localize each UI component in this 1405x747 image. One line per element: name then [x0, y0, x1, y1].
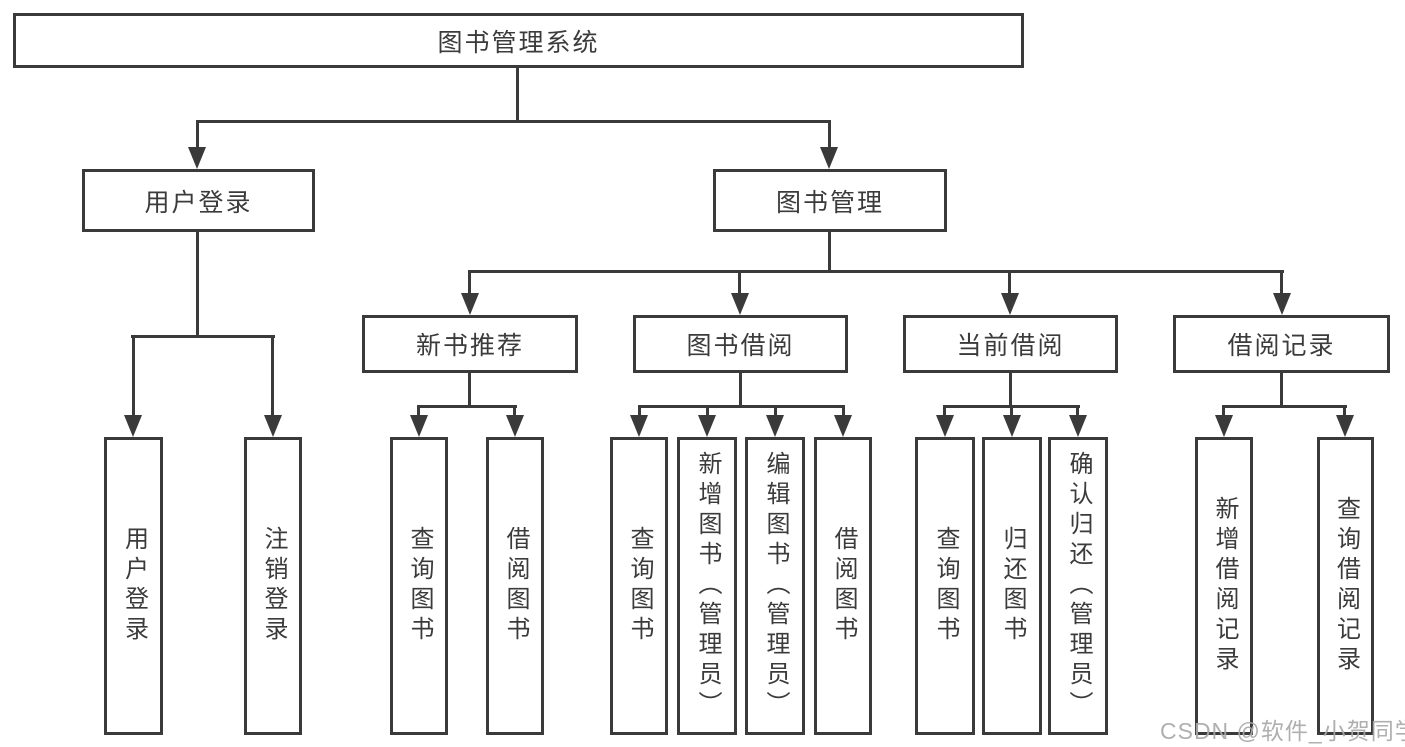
node-label: 当前借阅	[956, 332, 1065, 360]
node-label: 用户登录	[144, 188, 253, 217]
leaf-label: 查询图书	[406, 526, 433, 646]
connector-line	[417, 405, 420, 420]
leaf-label: 借阅图书	[830, 526, 857, 646]
arrow-down-icon	[124, 415, 142, 437]
connector-line	[638, 405, 641, 420]
leaf-edit-book-admin: 编辑图书（管理员）	[745, 437, 805, 735]
leaf-confirm-return-admin: 确认归还（管理员）	[1048, 437, 1108, 735]
arrow-down-icon	[188, 147, 206, 169]
node-user-login: 用户登录	[82, 169, 315, 232]
leaf-label: 新增图书（管理员）	[694, 451, 721, 721]
connector-line	[1343, 405, 1346, 420]
arrow-down-icon	[820, 147, 838, 169]
connector-line	[196, 229, 199, 337]
connector-line	[468, 270, 471, 296]
node-borrow-records: 借阅记录	[1173, 315, 1390, 373]
arrow-down-icon	[1273, 293, 1291, 315]
connector-line	[1010, 405, 1013, 420]
node-current-borrow: 当前借阅	[903, 315, 1118, 373]
leaf-user-login: 用户登录	[104, 437, 163, 735]
node-label: 新书推荐	[415, 332, 524, 360]
leaf-query-books-current: 查询图书	[915, 437, 975, 735]
arrow-down-icon	[1001, 293, 1019, 315]
connector-line	[1008, 270, 1011, 296]
leaf-borrow-books-recommend: 借阅图书	[486, 437, 544, 735]
arrow-down-icon	[936, 415, 954, 437]
connector-line	[132, 335, 135, 415]
connector-line	[1280, 370, 1283, 408]
connector-line	[1009, 370, 1012, 408]
connector-line	[774, 405, 777, 420]
arrow-down-icon	[1336, 415, 1354, 437]
connector-line	[271, 335, 274, 415]
leaf-add-book-admin: 新增图书（管理员）	[677, 437, 737, 735]
connector-line	[468, 370, 471, 408]
leaf-add-borrow-record: 新增借阅记录	[1195, 437, 1253, 735]
connector-line	[196, 120, 199, 150]
leaf-label: 注销登录	[260, 526, 287, 646]
arrow-down-icon	[410, 415, 428, 437]
arrow-down-icon	[834, 415, 852, 437]
leaf-label: 用户登录	[120, 526, 148, 646]
leaf-borrow-books: 借阅图书	[814, 437, 872, 735]
connector-line	[469, 270, 1284, 273]
arrow-down-icon	[506, 415, 524, 437]
arrow-down-icon	[630, 415, 648, 437]
connector-line	[196, 120, 831, 123]
leaf-label: 查询图书	[932, 526, 959, 646]
arrow-down-icon	[461, 293, 479, 315]
leaf-label: 确认归还（管理员）	[1065, 451, 1092, 721]
leaf-label: 查询借阅记录	[1332, 496, 1360, 676]
connector-line	[513, 405, 516, 420]
leaf-logout: 注销登录	[244, 437, 302, 735]
leaf-label: 归还图书	[999, 526, 1026, 646]
connector-line	[1076, 405, 1079, 420]
connector-line	[516, 66, 519, 122]
connector-line	[638, 405, 845, 408]
connector-line	[131, 335, 275, 338]
node-library-system: 图书管理系统	[13, 13, 1024, 68]
arrow-down-icon	[731, 293, 749, 315]
arrow-down-icon	[1003, 415, 1021, 437]
connector-line	[943, 405, 946, 420]
arrow-down-icon	[264, 415, 282, 437]
connector-line	[1222, 405, 1225, 420]
connector-line	[828, 120, 831, 150]
node-new-book-recommend: 新书推荐	[362, 315, 578, 373]
leaf-label: 借阅图书	[502, 526, 529, 646]
leaf-label: 新增借阅记录	[1211, 496, 1238, 676]
leaf-query-borrow-record: 查询借阅记录	[1317, 437, 1374, 735]
node-label: 借阅记录	[1227, 332, 1336, 360]
csdn-watermark: CSDN @软件_小贺同学	[1160, 718, 1405, 744]
connector-line	[706, 405, 709, 420]
leaf-query-books-borrow: 查询图书	[610, 437, 668, 735]
arrow-down-icon	[1069, 415, 1087, 437]
leaf-return-book: 归还图书	[982, 437, 1042, 735]
node-label: 图书管理系统	[437, 28, 600, 57]
node-book-management: 图书管理	[713, 169, 947, 232]
connector-line	[739, 370, 742, 408]
node-book-borrow: 图书借阅	[633, 315, 848, 373]
connector-line	[417, 405, 517, 408]
arrow-down-icon	[698, 415, 716, 437]
connector-line	[1223, 405, 1347, 408]
arrow-down-icon	[1215, 415, 1233, 437]
leaf-query-books-recommend: 查询图书	[390, 437, 448, 735]
connector-line	[1280, 270, 1283, 296]
connector-line	[842, 405, 845, 420]
leaf-label: 查询图书	[626, 526, 653, 646]
leaf-label: 编辑图书（管理员）	[762, 451, 789, 721]
connector-line	[828, 229, 831, 273]
node-label: 图书管理	[775, 188, 884, 217]
connector-line	[738, 270, 741, 296]
arrow-down-icon	[766, 415, 784, 437]
node-label: 图书借阅	[686, 332, 795, 360]
